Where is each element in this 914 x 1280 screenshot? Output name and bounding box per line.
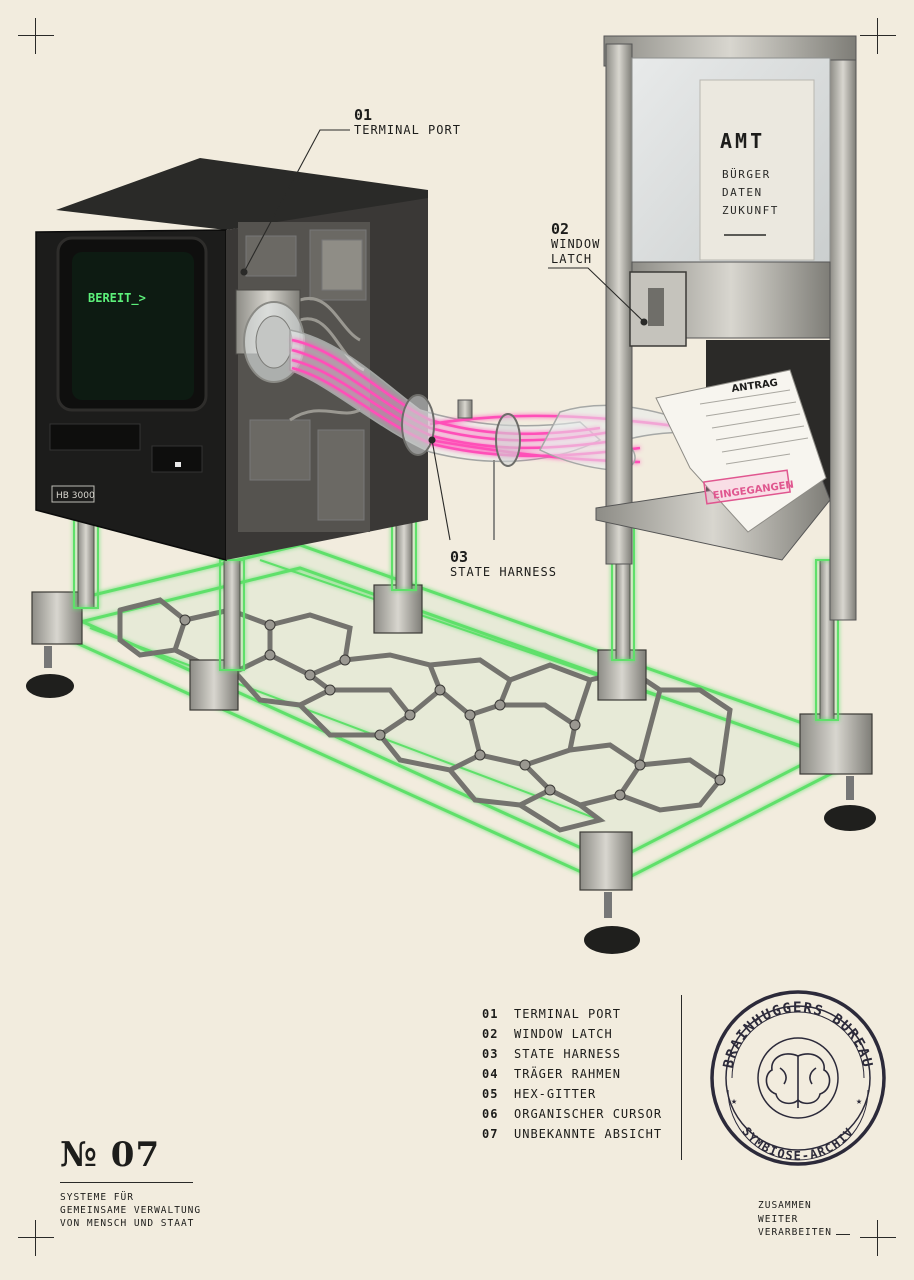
crop-mark-icon — [860, 18, 896, 54]
issue-rule — [60, 1182, 193, 1183]
archive-stamp: BRAINHUGGERS BUREAU SYMBIOSE-ARCHIV ★ ★ — [710, 990, 886, 1166]
terminal — [35, 158, 428, 561]
crop-mark-icon — [18, 1220, 54, 1256]
svg-text:SYMBIOSE-ARCHIV: SYMBIOSE-ARCHIV — [739, 1124, 857, 1163]
callout-state-harness: 03 STATE HARNESS — [450, 550, 557, 580]
sign-title: AMT — [720, 129, 765, 153]
callout-number: 01 — [354, 106, 373, 124]
form-paper — [655, 369, 827, 533]
hex-nodes — [179, 614, 726, 801]
callout-terminal-port: 01 TERMINAL PORT — [354, 108, 461, 138]
screen-text: BEREIT_> — [88, 291, 146, 306]
callout-label: STATE HARNESS — [450, 565, 557, 579]
callout-label: TERMINAL PORT — [354, 123, 461, 137]
callout-number: 03 — [450, 548, 469, 566]
brain-icon — [765, 1053, 831, 1108]
crop-mark-icon — [860, 1220, 896, 1256]
issue-number: № 07 — [60, 1135, 161, 1175]
stamp-bottom-text: SYMBIOSE-ARCHIV — [739, 1124, 855, 1163]
svg-text:★: ★ — [731, 1096, 737, 1107]
sign-line-2: DATEN — [722, 186, 763, 199]
leveling-feet — [26, 646, 876, 954]
closing-text: ZUSAMMEN WEITER VERARBEITEN — [758, 1200, 832, 1238]
svg-text:★: ★ — [856, 1096, 862, 1107]
issue-subtitle: SYSTEME FÜR GEMEINSAME VERWALTUNG VON ME… — [60, 1192, 202, 1229]
sign-line-1: BÜRGER — [722, 168, 771, 181]
callout-number: 02 — [551, 220, 570, 238]
callout-leaders — [240, 129, 648, 541]
crop-mark-icon — [18, 18, 54, 54]
sign-line-3: ZUKUNFT — [722, 204, 779, 217]
model-label: HB 3000 — [56, 491, 95, 501]
legend-divider — [681, 995, 682, 1160]
closing-dash — [836, 1234, 850, 1235]
